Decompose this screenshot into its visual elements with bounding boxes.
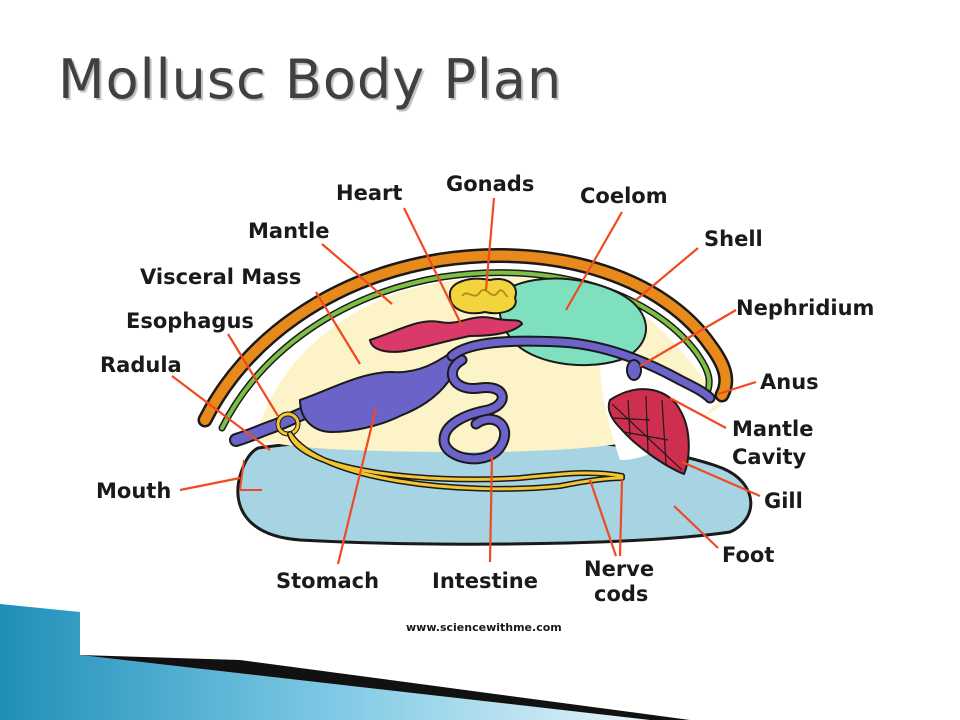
band-black [80, 655, 690, 720]
label-anus: Anus [760, 370, 819, 394]
shell-band-fill [200, 250, 731, 425]
nerve-cords-fill [288, 432, 624, 491]
nephridium-leader [639, 309, 737, 367]
heart-shape [368, 316, 524, 353]
gill-leader [681, 460, 761, 498]
stomach-leader [336, 407, 378, 565]
gonads-texture [461, 289, 509, 298]
anus-leader [717, 380, 757, 396]
foot-leader [673, 505, 719, 549]
esophagus-leader [227, 333, 279, 417]
label-gonads: Gonads [446, 172, 534, 196]
label-shell: Shell [704, 227, 763, 251]
nerve-cords-leader-b [618, 479, 624, 557]
source-credit: www.sciencewithme.com [406, 621, 562, 634]
label-mantle-cavity-line1: Mantle [732, 417, 814, 441]
nerve-cords-leader-a [588, 479, 618, 557]
band-blue [0, 604, 650, 720]
mantle-leader [321, 243, 393, 305]
label-nephridium: Nephridium [736, 296, 874, 320]
label-stomach: Stomach [276, 569, 379, 593]
label-coelom: Coelom [580, 184, 668, 208]
stomach-shape [298, 350, 459, 434]
label-radula: Radula [100, 353, 182, 377]
intestine-fill [440, 337, 714, 463]
radula-leader [171, 375, 271, 451]
mouth-bracket [238, 459, 262, 491]
visceral-mass-leader [315, 291, 361, 365]
label-mantle-cavity-line2: Cavity [732, 445, 807, 469]
label-intestine: Intestine [432, 569, 538, 593]
mouth-leader [179, 476, 241, 492]
gonads-leader [484, 197, 496, 291]
nephridium-shape [626, 359, 642, 381]
label-visceral-mass: Visceral Mass [140, 265, 301, 289]
gonads-shape [448, 277, 517, 315]
label-nerve-cords-line1: Nerve [584, 557, 654, 581]
label-nerve-cords-line2: cods [594, 582, 648, 606]
label-heart: Heart [336, 181, 402, 205]
coelom-leader [565, 211, 623, 311]
intestine-leader [488, 455, 494, 563]
label-mantle: Mantle [248, 219, 330, 243]
label-mouth: Mouth [96, 479, 171, 503]
mantle-cavity-leader [669, 397, 727, 429]
label-foot: Foot [722, 543, 774, 567]
leader-lines [171, 197, 761, 565]
mantle-band-fill [220, 270, 712, 430]
label-gill: Gill [764, 489, 803, 513]
label-esophagus: Esophagus [126, 309, 254, 333]
shell-leader [635, 247, 699, 301]
heart-leader [403, 207, 463, 327]
decorative-band [0, 604, 690, 720]
page-title: Mollusc Body Plan [58, 48, 563, 111]
gill-veins [611, 395, 683, 471]
